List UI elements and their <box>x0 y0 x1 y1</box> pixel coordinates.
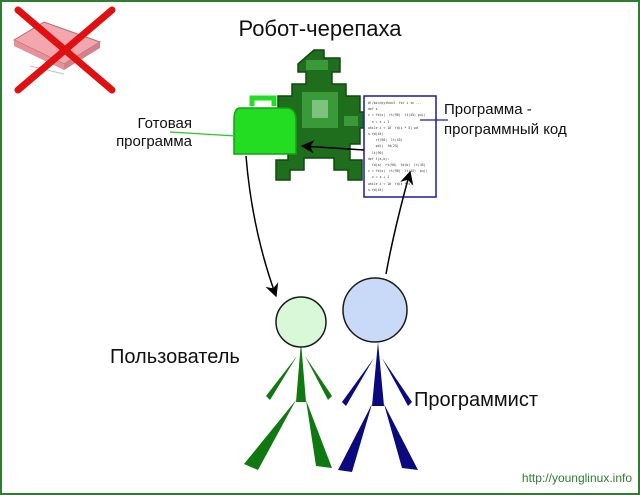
user-head <box>275 296 327 348</box>
code-line: pd() fd(25) <box>368 144 399 149</box>
code-line: s.fd(45) <box>368 187 384 192</box>
arrow-programmer-to-code <box>385 170 414 275</box>
code-line: def t(a,b): <box>368 156 390 161</box>
arrow-code-to-bag <box>300 140 365 154</box>
program-code-label-line-1: Программа - <box>444 101 532 118</box>
footer-url-link[interactable]: http://younglinux.info <box>521 471 632 485</box>
code-line: while i < 10 fd(i * 5) pd <box>368 125 418 130</box>
code-line: #!/bin/python3 for i in ... <box>368 101 422 105</box>
code-line: c = fd(x) rt(90) lt(45) pu() <box>368 169 428 174</box>
ready-program-label-line-2: программа <box>116 133 192 150</box>
code-line: fd(a) rt(90) fd(b) lt(45) <box>368 163 426 168</box>
code-line: x = x + 1 <box>368 175 390 180</box>
crossed-out-icon <box>12 6 116 94</box>
user-label: Пользователь <box>110 346 240 368</box>
programmer-head <box>342 277 408 343</box>
code-line: s.fd(45) <box>368 132 384 137</box>
program-code-label-line-2: программный код <box>444 121 567 138</box>
ready-program-label: Готовая программа <box>96 115 192 151</box>
ready-label-pointer <box>169 131 237 137</box>
code-line: c = fd(x) rt(90) lt(45) pu() <box>368 113 426 118</box>
ready-program-bag <box>233 95 297 155</box>
arrow-bag-to-user <box>245 155 279 298</box>
code-line: def s <box>368 107 378 112</box>
user-figure <box>244 296 332 470</box>
code-document <box>363 95 437 198</box>
code-line: lt(90) <box>368 150 384 155</box>
programmer-label: Программист <box>414 389 538 411</box>
code-line: rt(90) lt(45) <box>368 138 403 143</box>
ready-program-label-line-1: Готовая <box>137 115 192 132</box>
code-line: x = x + 1 <box>368 119 390 124</box>
code-line: while i < 10 fd(i * 5) <box>368 181 413 186</box>
diagram-title: Робот-черепаха <box>238 16 402 41</box>
program-code-label: Программа - программный код <box>444 100 567 140</box>
programmer-figure <box>338 277 418 472</box>
